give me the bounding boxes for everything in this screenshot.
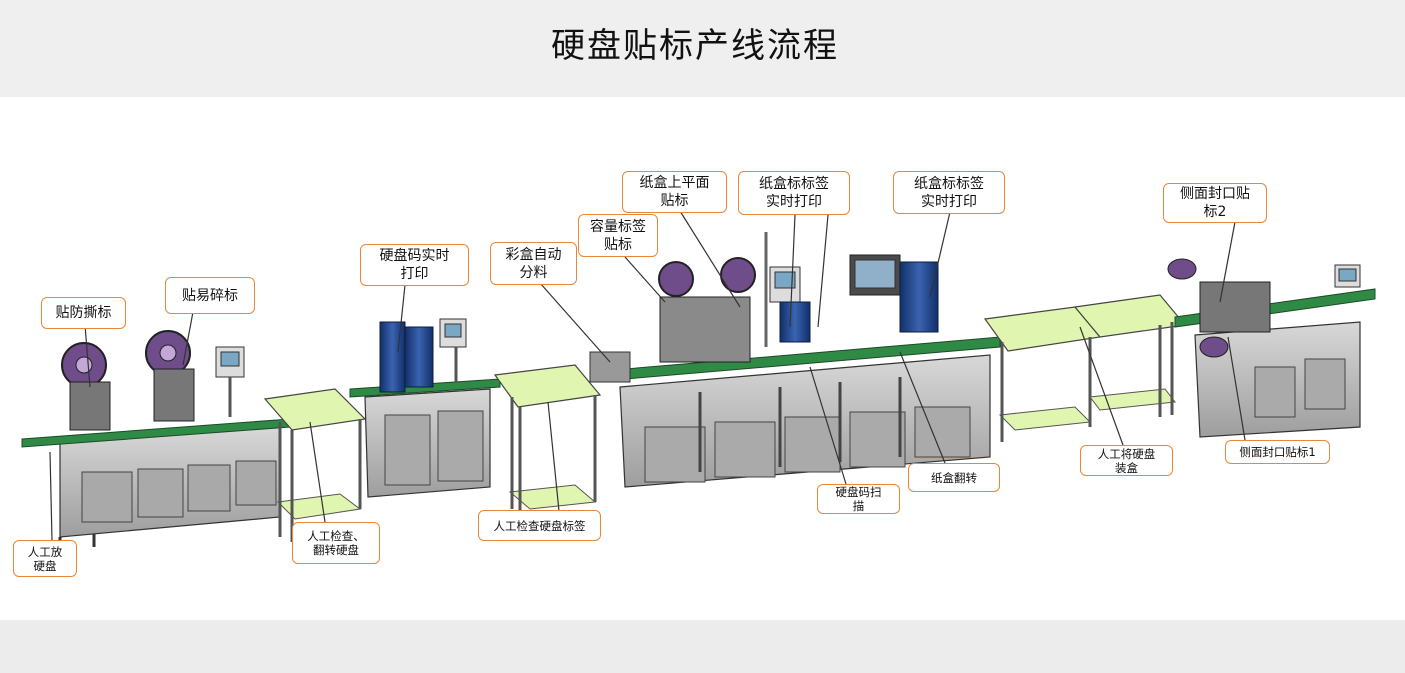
table-2 [493, 364, 602, 517]
table-4 [1073, 294, 1187, 417]
page-title: 硬盘贴标产线流程 [551, 26, 839, 66]
callout-manual-boxing: 人工将硬盘 装盒 [1080, 445, 1173, 476]
machine-section-1 [21, 330, 291, 549]
machine-section-3 [589, 232, 1001, 488]
callout-manual-check-label: 人工检查硬盘标签 [478, 510, 601, 541]
callout-fragile-label: 贴易碎标 [165, 277, 255, 314]
callout-manual-check-flip: 人工检查、 翻转硬盘 [292, 522, 380, 564]
table-1 [263, 388, 367, 542]
machine-section-2 [349, 318, 501, 498]
callout-carton-top-label: 纸盒上平面 贴标 [622, 171, 727, 213]
callout-capacity-label: 容量标签 贴标 [578, 214, 658, 257]
callout-carton-flip: 纸盒翻转 [908, 463, 1000, 492]
callout-side-seal-label-2: 侧面封口贴 标2 [1163, 183, 1267, 223]
leader-lines [49, 210, 1246, 541]
table-3 [983, 306, 1102, 442]
callout-color-box-sort: 彩盒自动 分料 [490, 242, 577, 285]
callout-anti-tear-label: 贴防撕标 [41, 297, 126, 329]
callout-hdd-code-print: 硬盘码实时 打印 [360, 244, 469, 286]
callout-manual-place: 人工放 硬盘 [13, 540, 77, 577]
footer-band [0, 620, 1405, 673]
header-band [0, 0, 1405, 97]
callout-carton-label-print-2: 纸盒标标签 实时打印 [893, 171, 1005, 214]
production-line-diagram: 人工放 硬盘 贴防撕标 贴易碎标 人工检查、 翻转硬盘 硬盘码实时 打印 彩盒自… [0, 97, 1405, 620]
callout-carton-label-print-1: 纸盒标标签 实时打印 [738, 171, 850, 215]
callout-hdd-code-scan: 硬盘码扫 描 [817, 484, 900, 514]
callout-side-seal-label-1: 侧面封口贴标1 [1225, 440, 1330, 464]
production-line-illustration [21, 210, 1376, 549]
machine-section-5 [1167, 258, 1376, 438]
